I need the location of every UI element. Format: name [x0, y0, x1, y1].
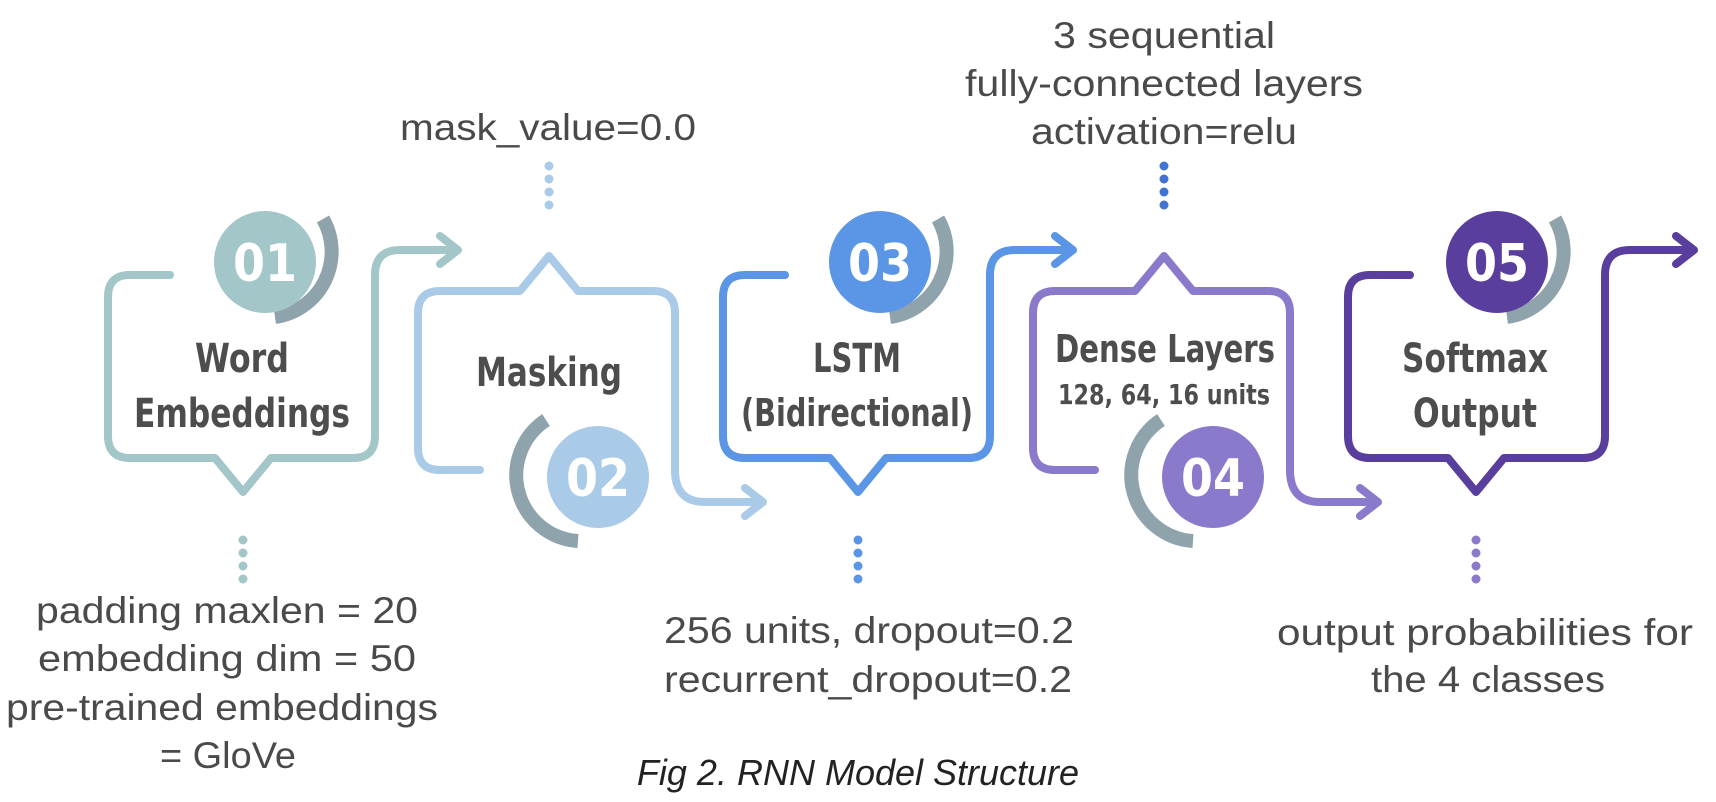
step-01-arrowhead [436, 232, 462, 268]
step-02-title-line1: Masking [476, 350, 622, 396]
step-03-arc [888, 215, 954, 324]
step-04-note-3: activation=relu [1031, 111, 1297, 152]
step-01-arc [273, 215, 339, 324]
step-05-number: 05 [1465, 234, 1529, 294]
step-03-arrowhead [1051, 232, 1077, 268]
step-03-connector-dots [853, 535, 863, 584]
step-01-title-line1: Word [195, 336, 289, 382]
step-04-title-line1: Dense Layers [1055, 327, 1275, 371]
step-02-arc [509, 414, 579, 548]
step-05-softmax-output: 05 Softmax Output output probabilities f… [1277, 211, 1698, 700]
figure-caption: Fig 2. RNN Model Structure [636, 752, 1080, 793]
step-01-note-3: pre-trained embeddings [6, 687, 438, 728]
step-04-number: 04 [1181, 449, 1245, 509]
step-04-arrowhead [1356, 484, 1382, 520]
step-03-note-1: 256 units, dropout=0.2 [664, 610, 1074, 651]
step-01-word-embeddings: 01 Word Embeddings padding maxlen = 20 e… [6, 211, 462, 776]
step-02-frame [414, 252, 759, 506]
step-05-frame [1344, 246, 1692, 496]
step-02-badge [547, 426, 649, 528]
step-02-connector-dots [544, 161, 554, 210]
step-02-number: 02 [566, 449, 630, 509]
step-04-note-1: 3 sequential [1053, 15, 1275, 56]
step-05-title-line2: Output [1413, 391, 1537, 437]
step-01-title-line2: Embeddings [134, 391, 350, 437]
step-03-note-2: recurrent_dropout=0.2 [664, 659, 1072, 700]
step-04-badge [1162, 426, 1264, 528]
step-03-badge [829, 211, 931, 313]
step-05-note-2: the 4 classes [1371, 659, 1605, 700]
step-04-dense-layers: 04 Dense Layers 128, 64, 16 units 3 sequ… [965, 15, 1382, 548]
step-03-title-line2: (Bidirectional) [741, 391, 973, 435]
step-05-arrowhead [1672, 232, 1698, 268]
step-04-connector-dots [1159, 161, 1169, 210]
step-01-badge [214, 211, 316, 313]
step-02-arrowhead [741, 484, 767, 520]
step-03-number: 03 [848, 234, 912, 294]
step-03-frame [719, 246, 1071, 496]
step-05-badge [1446, 211, 1548, 313]
step-03-title-line1: LSTM [813, 336, 901, 382]
step-03-lstm: 03 LSTM (Bidirectional) 256 units, dropo… [664, 211, 1077, 700]
step-05-note-1: output probabilities for [1277, 612, 1693, 653]
step-01-number: 01 [233, 234, 297, 294]
step-04-arc [1124, 414, 1194, 548]
step-01-note-4: = GloVe [160, 735, 296, 776]
step-01-note-1: padding maxlen = 20 [36, 590, 418, 631]
step-02-masking: 02 Masking mask_value=0.0 [400, 107, 767, 548]
step-04-subtitle: 128, 64, 16 units [1058, 378, 1270, 411]
step-01-note-2: embedding dim = 50 [38, 638, 416, 679]
step-05-title-line1: Softmax [1402, 336, 1548, 382]
step-04-note-2: fully-connected layers [965, 63, 1363, 104]
step-05-arc [1505, 215, 1571, 324]
step-02-note-1: mask_value=0.0 [400, 107, 696, 148]
step-04-frame [1029, 252, 1374, 506]
step-05-connector-dots [1471, 535, 1481, 584]
step-01-frame [104, 246, 456, 496]
step-01-connector-dots [238, 535, 248, 584]
